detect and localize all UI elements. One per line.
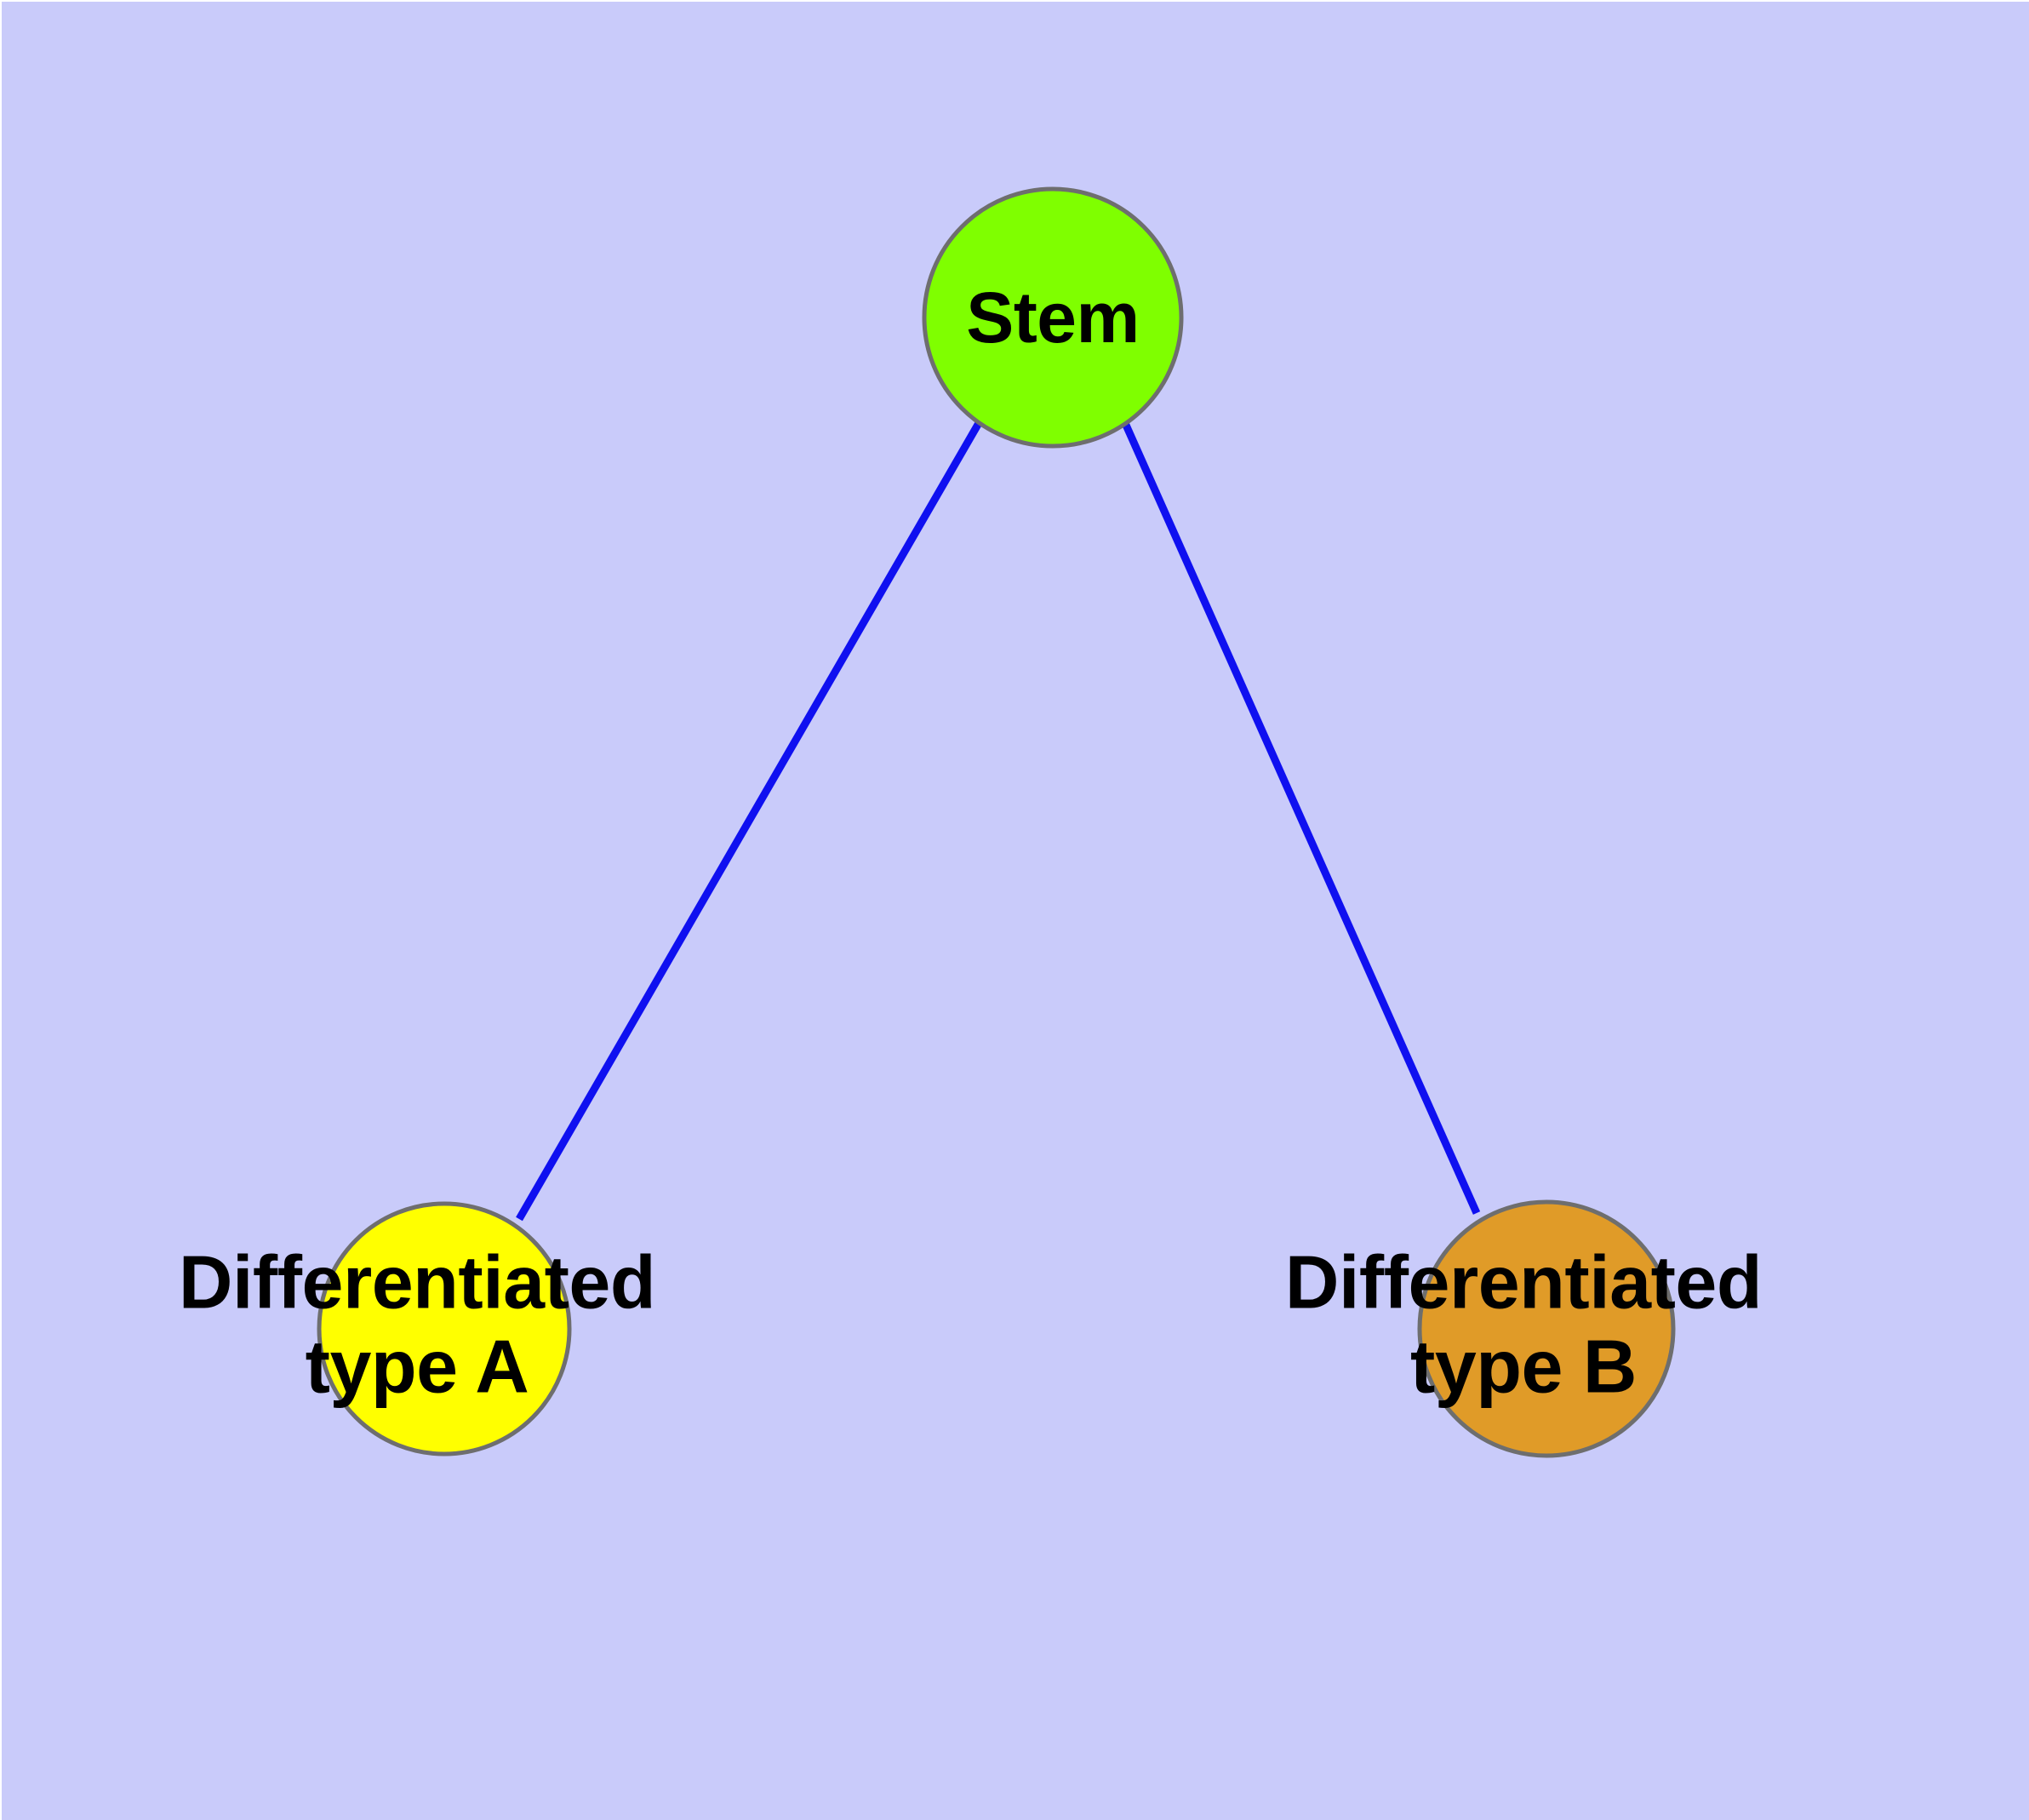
graph-node-stem[interactable] (922, 186, 1184, 449)
nodes-layer (317, 186, 1676, 1458)
graph-edge-stem-to-diffA (516, 421, 982, 1222)
edges-layer (516, 421, 1481, 1222)
graph-node-diffA[interactable] (317, 1201, 572, 1457)
graph-node-diffB[interactable] (1417, 1199, 1676, 1458)
graph-edge-stem-to-diffB (1121, 421, 1481, 1215)
